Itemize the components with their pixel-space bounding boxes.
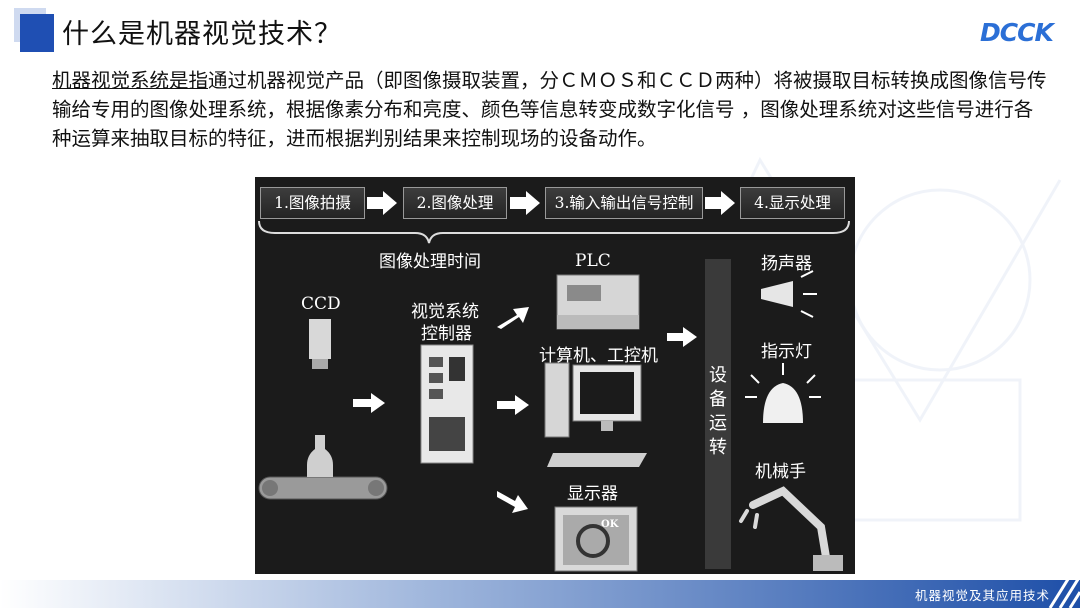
equipment-operation-bar: [705, 259, 731, 569]
arrow-to-equipment: [667, 327, 697, 347]
ccd-label: CCD: [301, 294, 341, 314]
diagram-graphics: [258, 191, 850, 572]
flow-arrows: [353, 307, 697, 513]
plc-icon: [556, 274, 640, 330]
equipment-label-char-1: 设: [709, 365, 727, 386]
robot-arm-icon: [739, 486, 831, 567]
page-title: 什么是机器视觉技术？: [62, 19, 342, 50]
logo: DCCK: [980, 18, 1054, 47]
arrow-ccd-to-controller: [353, 393, 385, 413]
title-bar: 什么是机器视觉技术？ DCCK: [0, 0, 1080, 64]
title-square-icon: [14, 8, 54, 52]
indicator-label: 指示灯: [761, 342, 812, 362]
step-io-signal-control: 3.输入输出信号控制: [545, 187, 703, 219]
step-arrow-1: [367, 191, 397, 215]
controller-label-line1: 视觉系统: [411, 302, 479, 322]
display-monitor-icon: [554, 506, 638, 572]
display-label: 显示器: [567, 484, 618, 504]
arrow-controller-to-display: [497, 491, 528, 513]
speaker-label: 扬声器: [761, 254, 812, 274]
display-ok-badge: OK: [601, 519, 619, 530]
intro-body: 通过机器视觉产品（即图像摄取装置，分ＣＭＯＳ和ＣＣＤ两种）将被摄取目标转换成图像…: [52, 69, 1047, 150]
conveyor-belt: [258, 476, 388, 500]
arrow-controller-to-computer: [497, 395, 529, 415]
computer-icon: [544, 362, 647, 467]
footer-stripes-icon: [1048, 576, 1080, 608]
brace-label: 图像处理时间: [379, 252, 481, 272]
footer-bar: [0, 580, 1080, 608]
speaker-icon: [761, 270, 817, 318]
equipment-label-char-3: 运: [709, 413, 727, 434]
step-arrow-2: [510, 191, 540, 215]
bottle-icon: [307, 435, 333, 477]
equipment-label-char-4: 转: [709, 437, 727, 458]
step-display-processing: 4.显示处理: [740, 187, 845, 219]
indicator-lamp-icon: [745, 363, 821, 423]
footer-text: 机器视觉及其应用技术: [914, 588, 1050, 603]
intro-lead: 机器视觉系统是指: [52, 69, 209, 92]
equipment-label-char-2: 备: [709, 389, 727, 410]
ccd-camera-icon: [309, 319, 331, 369]
step-arrow-3: [705, 191, 735, 215]
machine-vision-diagram: 1.图像拍摄 2.图像处理 3.输入输出信号控制 4.显示处理 图像处理时间 C…: [255, 177, 855, 574]
arrow-controller-to-plc: [497, 307, 529, 329]
time-brace: [258, 220, 850, 244]
plc-label: PLC: [575, 251, 611, 271]
computer-label: 计算机、工控机: [539, 346, 658, 366]
vision-controller-icon: [420, 344, 474, 464]
controller-label-line2: 控制器: [421, 324, 472, 344]
intro-paragraph: 机器视觉系统是指通过机器视觉产品（即图像摄取装置，分ＣＭＯＳ和ＣＣＤ两种）将被摄…: [52, 66, 1052, 153]
step-image-processing: 2.图像处理: [403, 187, 507, 219]
robot-label: 机械手: [755, 462, 806, 482]
step-image-capture: 1.图像拍摄: [260, 187, 365, 219]
step-arrows: [367, 191, 735, 215]
